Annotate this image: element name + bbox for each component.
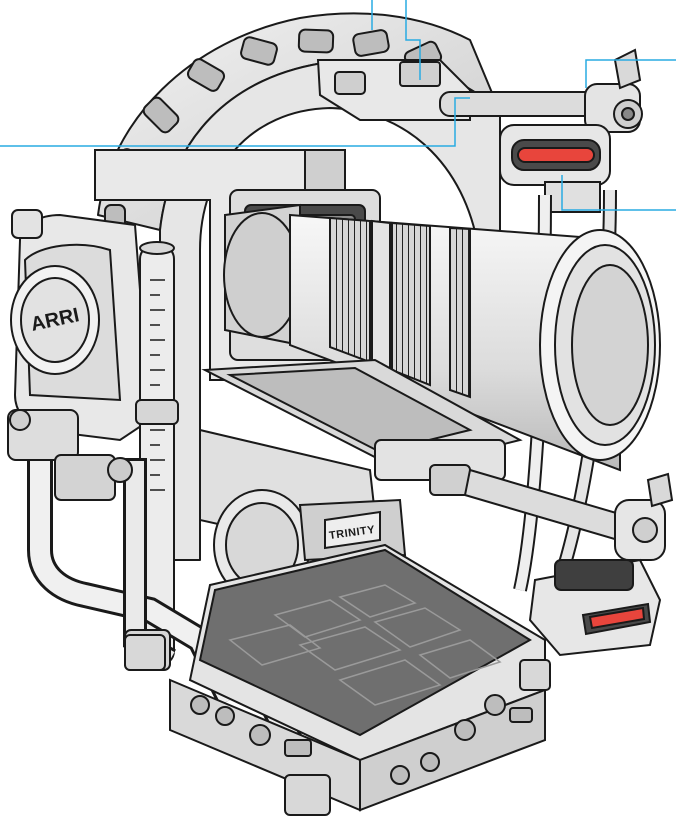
battery-module: ARRI bbox=[10, 209, 152, 442]
upper-rod bbox=[439, 48, 643, 133]
lower-rod bbox=[463, 468, 674, 561]
base-plate bbox=[124, 543, 551, 816]
callout-line-right-upper bbox=[585, 59, 676, 88]
lower-grip-red-strip bbox=[588, 606, 646, 630]
lens bbox=[223, 203, 661, 472]
gimbal-motor: TRINITY bbox=[199, 428, 407, 601]
top-clamp bbox=[316, 59, 471, 121]
callout-line-right-lower bbox=[561, 175, 676, 211]
trinity-logo-icon: TRINITY bbox=[324, 510, 381, 550]
upper-grip-red-strip bbox=[517, 147, 595, 163]
lens-support-plate bbox=[201, 358, 523, 496]
upper-grip bbox=[499, 124, 611, 213]
callout-lines bbox=[0, 0, 676, 211]
arri-logo-icon: ARRI bbox=[10, 265, 100, 375]
connector-ports bbox=[190, 694, 533, 785]
callout-line-left bbox=[0, 97, 470, 147]
callout-line-top-right bbox=[405, 0, 421, 80]
rod-clamp-right bbox=[584, 48, 643, 133]
lower-grip bbox=[528, 558, 662, 657]
